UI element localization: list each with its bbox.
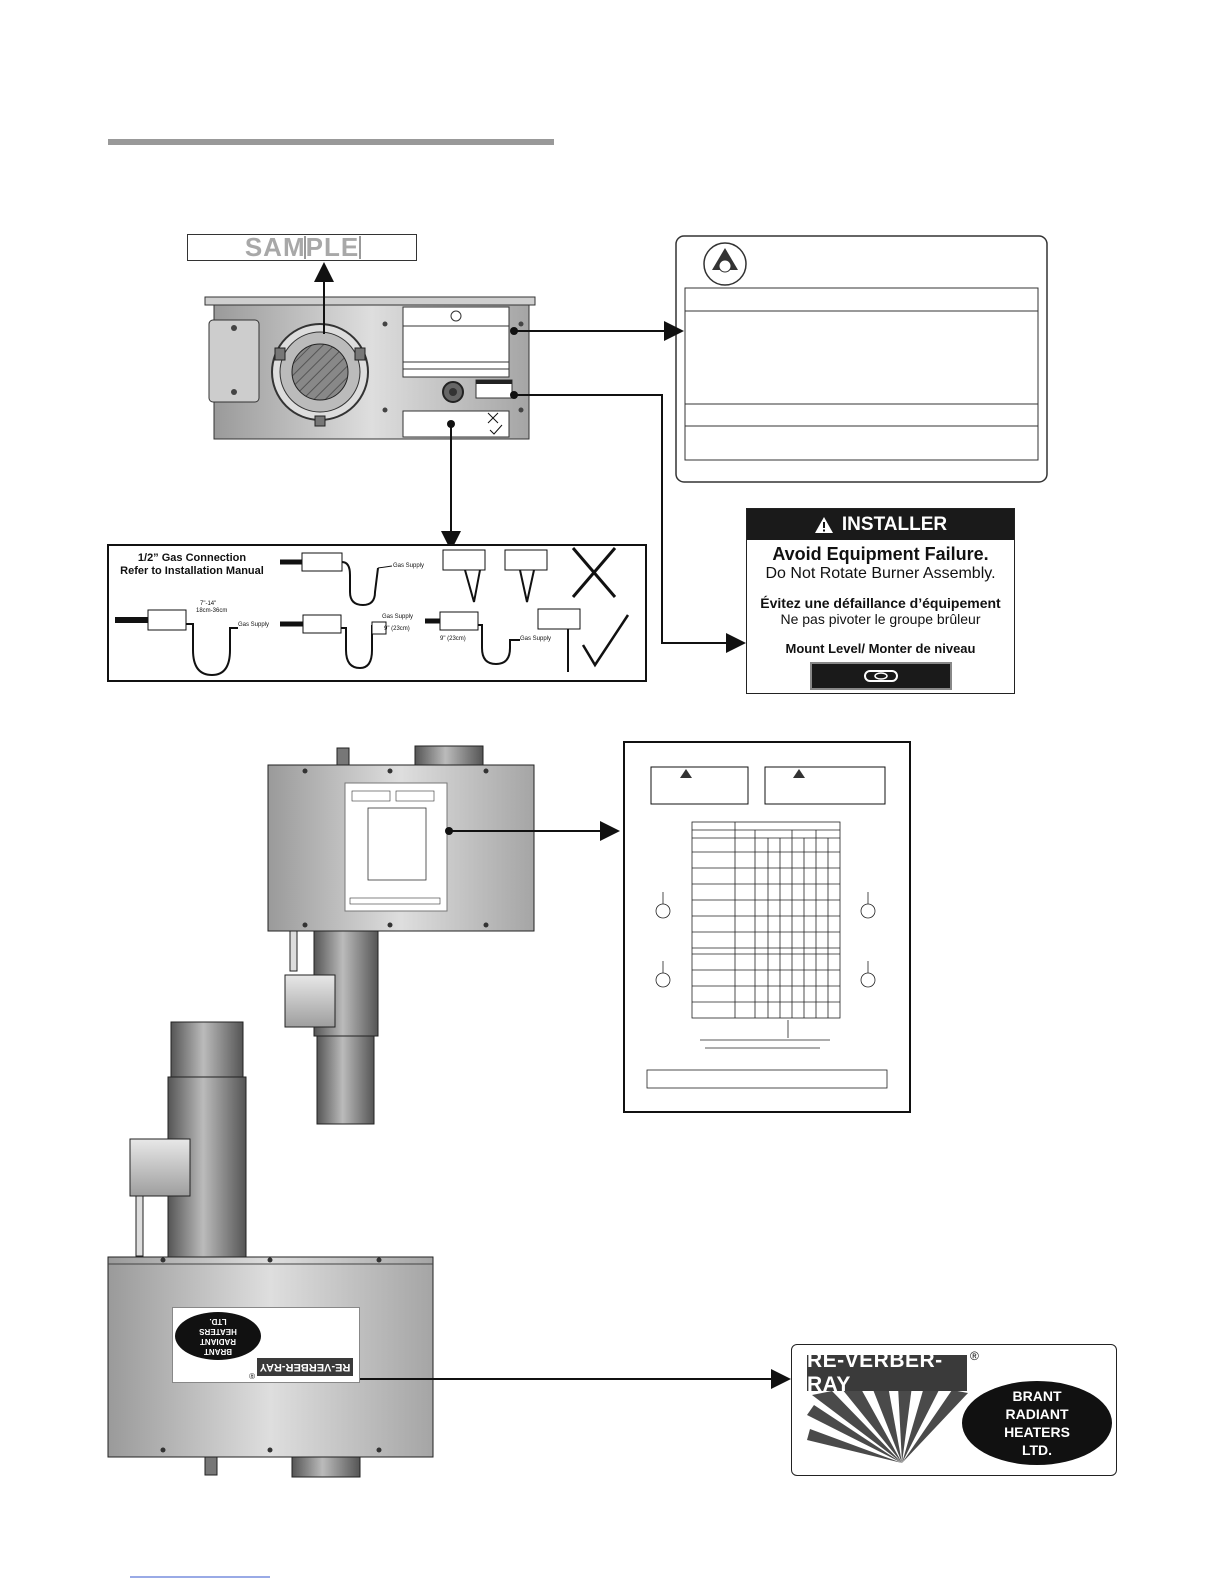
- company-line: BRANT: [204, 1347, 232, 1356]
- installer-line5: Mount Level/ Monter de niveau: [785, 641, 976, 656]
- warning-triangle-icon: [814, 516, 833, 533]
- company-line: HEATERS: [1004, 1424, 1070, 1440]
- dimension-range-metric-label: 18cm-36cm: [196, 608, 228, 614]
- gas-supply-label: Gas Supply: [238, 622, 270, 628]
- company-line: LTD.: [209, 1317, 227, 1326]
- brand-name: RE-VERBER-RAY: [807, 1349, 967, 1396]
- company-line: RADIANT: [200, 1337, 236, 1346]
- installer-line3: Évitez une défaillance d’équipement: [760, 595, 1001, 611]
- gas-supply-label: Gas Supply: [520, 636, 552, 642]
- bubble-level-icon: [809, 662, 952, 690]
- brand-logo: RE-VERBER-RAY ® BRANT RADIANT HEATERS LT…: [791, 1344, 1117, 1476]
- gas-supply-label: Gas Supply: [382, 614, 414, 620]
- gas-supply-label: Gas Supply: [393, 563, 425, 569]
- dimension-range-label: 7"-14": [200, 601, 217, 607]
- header-rule: [108, 139, 554, 145]
- sample-label: SAMPLE: [187, 232, 417, 262]
- company-line: RADIANT: [1005, 1406, 1069, 1422]
- rating-plate: [675, 235, 1048, 483]
- installer-line2: Do Not Rotate Burner Assembly.: [765, 565, 996, 582]
- installer-header-text: INSTALLER: [841, 513, 948, 535]
- heater-side-view: [267, 745, 535, 1125]
- dimension-9in-label: 9" (23cm): [440, 636, 466, 642]
- gas-connection-title: 1/2” Gas Connection Refer to Installatio…: [112, 552, 272, 578]
- installer-header: INSTALLER: [747, 509, 1014, 540]
- brand-name-small: RE-VERBER-RAY: [257, 1358, 353, 1376]
- sunburst-icon: [807, 1386, 968, 1463]
- dimension-9in-label: 9" (23cm): [384, 626, 410, 632]
- installer-line4: Ne pas pivoter le groupe brûleur: [780, 611, 981, 627]
- gas-connection-diagram: [107, 544, 647, 682]
- installer-line1: Avoid Equipment Failure.: [772, 544, 989, 564]
- heater-inverted-view: [107, 1021, 434, 1478]
- installer-warning-label: INSTALLER Avoid Equipment Failure. Do No…: [746, 508, 1015, 694]
- company-oval-small: BRANT RADIANT HEATERS LTD.: [175, 1312, 261, 1360]
- company-line: HEATERS: [199, 1327, 237, 1336]
- brand-logo-small-inverted: RE-VERBER-RAY ® BRANT RADIANT HEATERS LT…: [172, 1307, 360, 1383]
- registered-mark: ®: [970, 1349, 979, 1363]
- gas-connection-title-line2: Refer to Installation Manual: [120, 565, 264, 577]
- burner-front-panel: [204, 296, 536, 440]
- registered-mark-small: ®: [249, 1371, 255, 1380]
- instruction-plate-enlarged: [623, 741, 911, 1113]
- company-line: BRANT: [1012, 1388, 1062, 1404]
- company-line: LTD.: [1021, 1442, 1053, 1458]
- gas-connection-title-line1: 1/2” Gas Connection: [137, 552, 247, 564]
- company-oval: BRANT RADIANT HEATERS LTD.: [962, 1381, 1112, 1465]
